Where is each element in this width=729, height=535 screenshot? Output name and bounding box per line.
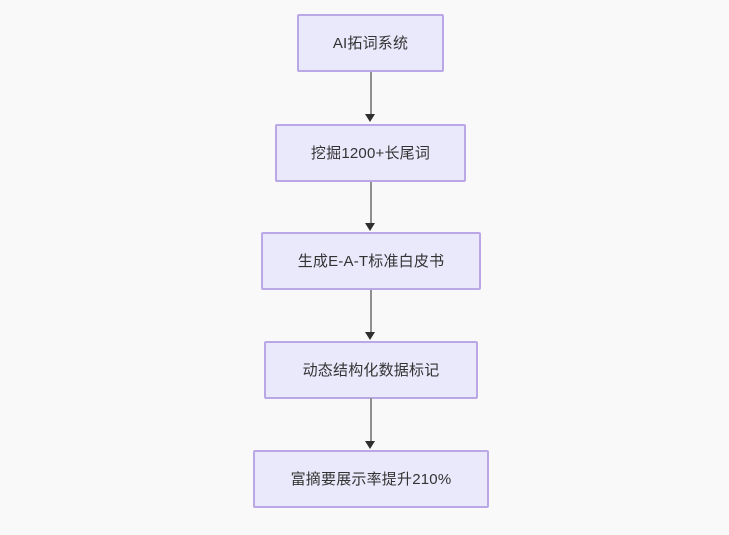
flowchart-node-n2[interactable]: 挖掘1200+长尾词 — [275, 124, 466, 182]
flowchart-edge-n1-n2 — [370, 72, 372, 116]
flowchart-node-n1[interactable]: AI拓词系统 — [297, 14, 444, 72]
flowchart-arrowhead-n4-n5 — [365, 441, 375, 449]
flowchart-arrowhead-n1-n2 — [365, 114, 375, 122]
flowchart-node-label: 挖掘1200+长尾词 — [310, 144, 431, 162]
flowchart-node-label: 生成E-A-T标准白皮书 — [297, 252, 445, 270]
flowchart-node-label: 富摘要展示率提升210% — [290, 470, 452, 488]
flowchart-edge-n2-n3 — [370, 182, 372, 224]
flowchart-arrowhead-n3-n4 — [365, 332, 375, 340]
flowchart-edge-n4-n5 — [370, 398, 372, 442]
flowchart-node-n4[interactable]: 动态结构化数据标记 — [264, 341, 478, 399]
flowchart-node-n3[interactable]: 生成E-A-T标准白皮书 — [261, 232, 481, 290]
flowchart-node-n5[interactable]: 富摘要展示率提升210% — [253, 450, 489, 508]
flowchart-arrowhead-n2-n3 — [365, 223, 375, 231]
flowchart-node-label: AI拓词系统 — [332, 34, 409, 52]
flowchart-node-label: 动态结构化数据标记 — [302, 361, 440, 379]
flowchart-edge-n3-n4 — [370, 290, 372, 333]
